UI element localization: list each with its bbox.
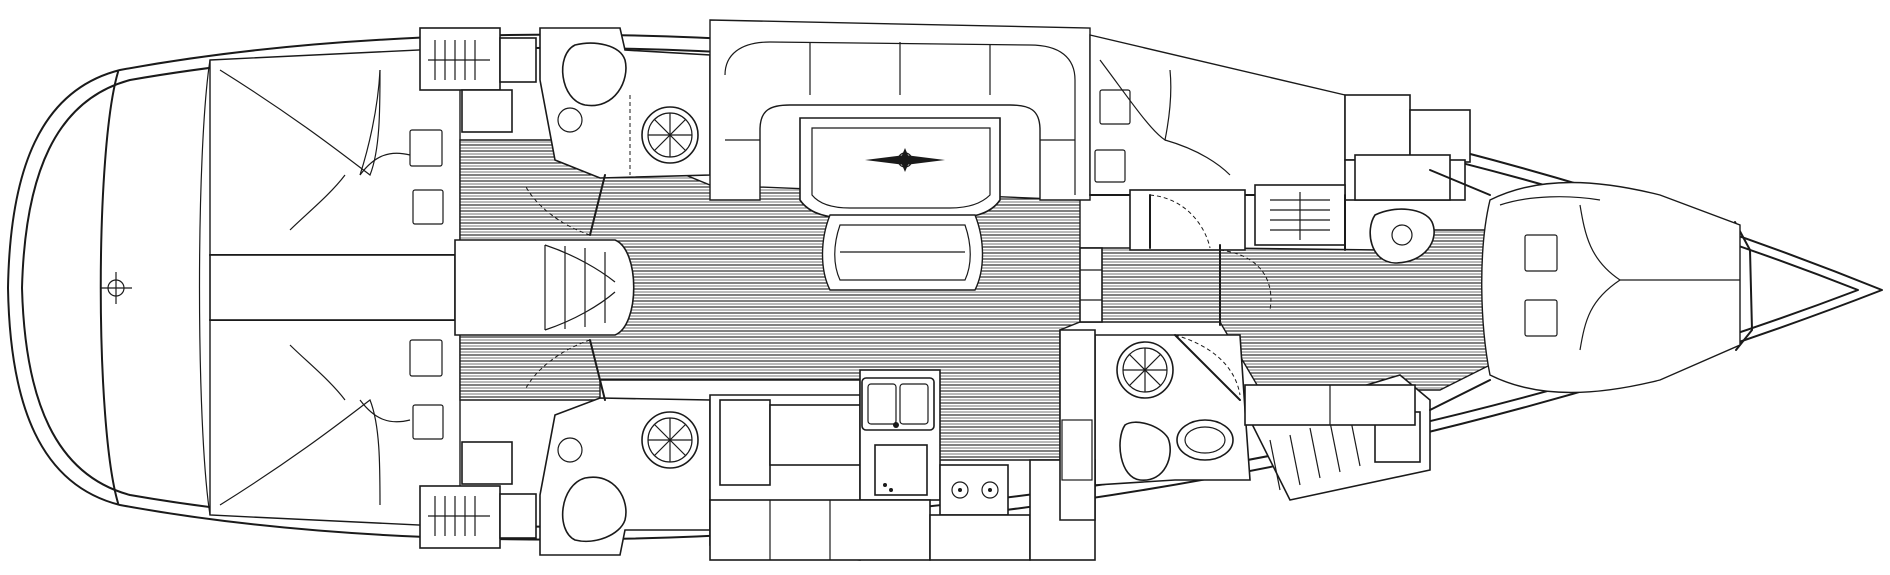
mid-head [1094,334,1251,486]
locker-aft-port [419,27,537,133]
mast-step [1079,247,1103,323]
stove-icon [939,464,1009,516]
saloon-table [799,117,1001,219]
locker-aft-starboard [419,441,537,549]
aft-passage [209,254,456,321]
fridge [874,444,928,496]
forward-sole [1219,229,1521,391]
companionway-steps[interactable] [454,239,635,336]
saloon-bench [821,214,984,291]
forward-bulkheads [1344,169,1491,411]
aft-cabin-starboard [209,319,461,528]
sink-icon [861,377,935,431]
aft-head-starboard [524,339,711,556]
saloon-settee [709,19,1091,201]
mid-door-port[interactable] [1129,189,1246,251]
compass-rose-icon [865,148,945,172]
crosshair-icon [100,272,132,304]
forward-head [1354,154,1451,264]
forward-door[interactable] [1219,244,1272,326]
forward-cabin [1481,181,1741,394]
aft-head-port [524,27,711,236]
starboard-lockers [1244,374,1431,501]
nav-station [1059,329,1096,521]
aft-cabin-port [209,47,461,256]
forward-cabin-port-berth [1089,34,1346,196]
